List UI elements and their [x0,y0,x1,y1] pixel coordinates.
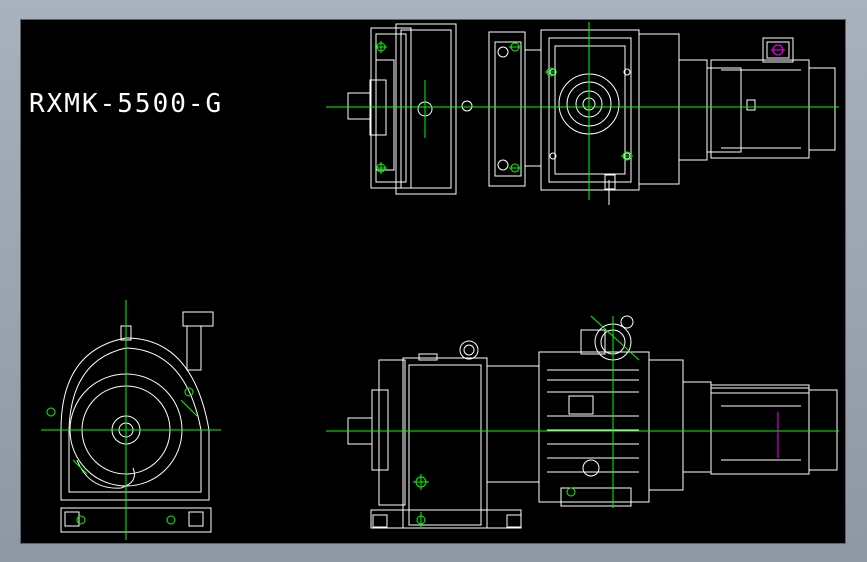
front-housing [60,337,210,501]
terminal-box [762,37,794,63]
housing-left [370,27,412,189]
motor-body [710,59,810,159]
top-view-centerlines [326,22,839,200]
gear-housing [402,357,488,529]
terminal-box-marker [771,44,785,56]
worm-housing-side [538,351,650,503]
front-view-centerlines [41,300,221,540]
cad-views [41,22,839,540]
side-view-centerlines [326,315,839,528]
front-base [60,507,212,533]
input-shaft [347,92,371,120]
side-view [347,315,838,529]
cad-drawing-canvas[interactable]: RXMK-5500-G [20,19,846,544]
input-flange [375,59,395,171]
lifting-eye [459,340,479,360]
output-flange [378,359,406,506]
front-view [60,311,214,533]
drawing-title: RXMK-5500-G [29,89,224,119]
motor-end-bell [638,33,680,185]
motor-end-bell-side [648,359,684,491]
housing-block [395,23,457,195]
top-view [347,23,836,205]
